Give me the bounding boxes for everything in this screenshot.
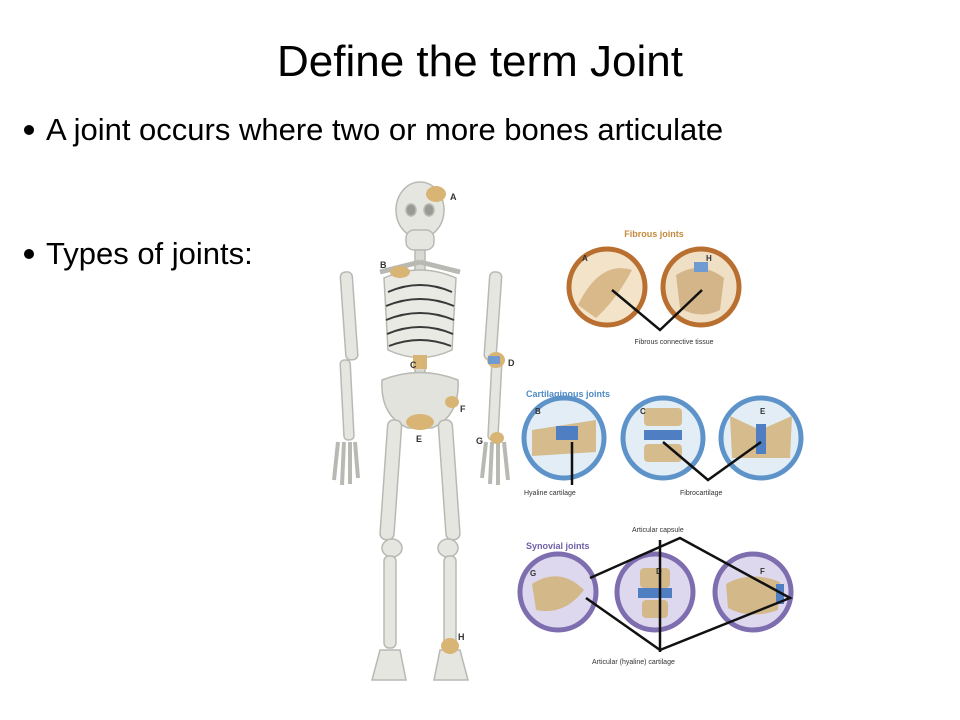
synovial-heading: Synovial joints bbox=[526, 541, 590, 551]
skeleton-label-f: F bbox=[460, 404, 466, 414]
synovial-joints-panel: Synovial joints Articular capsule G D F … bbox=[517, 527, 794, 666]
skeleton-label-c: C bbox=[410, 360, 417, 370]
cartilaginous-label-c: C bbox=[640, 407, 646, 416]
synovial-label-f: F bbox=[760, 567, 765, 576]
skeleton-label-b: B bbox=[380, 260, 387, 270]
bullet-dot-icon bbox=[24, 125, 34, 135]
bullet-text: Types of joints: bbox=[46, 236, 253, 271]
fibrous-label-h: H bbox=[706, 254, 712, 263]
cartilaginous-label-e: E bbox=[760, 407, 766, 416]
elbow-cartilage-highlight bbox=[488, 356, 500, 364]
fibrous-joints-panel: Fibrous joints A H Fibrous connective ti… bbox=[566, 229, 742, 346]
cartilaginous-label-b: B bbox=[535, 407, 541, 416]
skeleton-label-d: D bbox=[508, 358, 515, 368]
skeleton-label-a: A bbox=[450, 192, 457, 202]
bullet-text: A joint occurs where two or more bones a… bbox=[46, 112, 724, 147]
fibrous-label-a: A bbox=[582, 254, 588, 263]
skeleton-label-g: G bbox=[476, 436, 483, 446]
skeleton-label-e: E bbox=[416, 434, 422, 444]
cartilaginous-caption-hyaline: Hyaline cartilage bbox=[524, 490, 576, 497]
cartilaginous-heading: Cartilaginous joints bbox=[526, 389, 610, 399]
slide-title: Define the term Joint bbox=[277, 37, 683, 86]
skeleton-label-h: H bbox=[458, 632, 465, 642]
cartilaginous-joints-panel: Cartilaginous joints B C E Hyaline carti… bbox=[521, 389, 804, 497]
synovial-caption-cartilage: Articular (hyaline) cartilage bbox=[592, 659, 675, 666]
synovial-caption-capsule: Articular capsule bbox=[632, 527, 684, 534]
skeleton-illustration bbox=[332, 181, 510, 681]
cartilaginous-caption-fibro: Fibrocartilage bbox=[680, 490, 723, 497]
bullet-dot-icon bbox=[24, 249, 34, 259]
joints-illustration: A B C D E F G H Fibrous joints A H Fibro… bbox=[332, 181, 804, 681]
synovial-label-g: G bbox=[530, 569, 536, 578]
fibrous-caption: Fibrous connective tissue bbox=[635, 339, 714, 346]
fibrous-heading: Fibrous joints bbox=[624, 229, 684, 239]
